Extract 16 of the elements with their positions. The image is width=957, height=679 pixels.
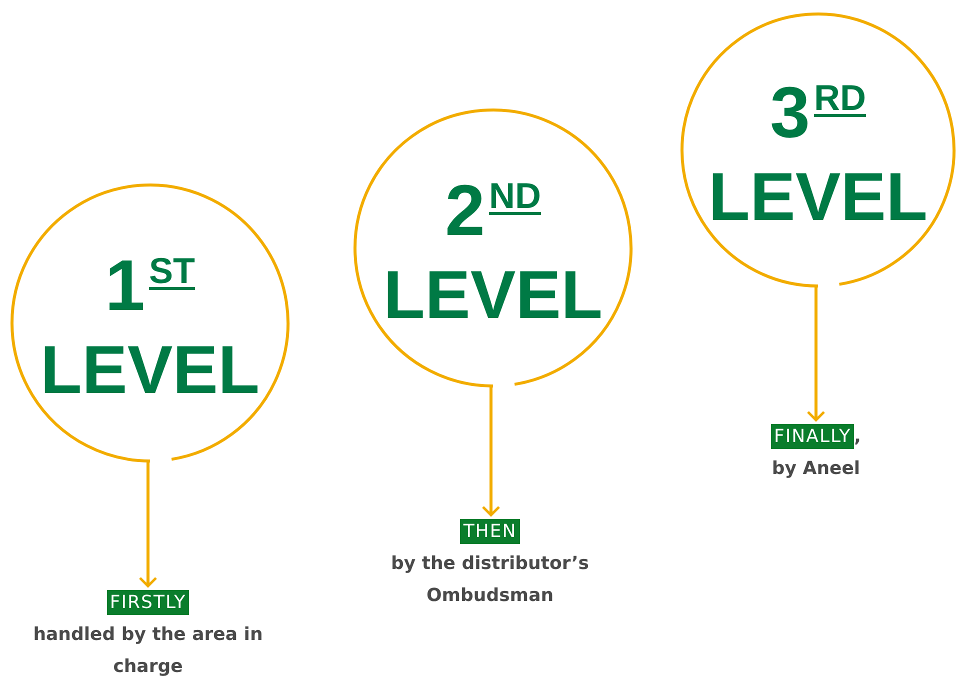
arrow: [806, 286, 826, 422]
step-description: by the distributor’s Ombudsman: [390, 552, 590, 608]
step-tag: FIRSTLY: [106, 590, 190, 615]
level-title: LEVEL: [707, 163, 929, 231]
step-tag: THEN: [460, 519, 520, 544]
arrow: [482, 386, 500, 516]
level-number: 1$^{ST}$: [104, 250, 196, 322]
punctuation: ,: [854, 426, 861, 447]
arrow: [138, 461, 158, 588]
step-description: handled by the area in charge: [33, 623, 263, 679]
level-title: LEVEL: [382, 261, 604, 329]
level-number: 3$^{RD}$: [768, 77, 868, 149]
step-tag: FINALLY: [771, 424, 854, 449]
step-description: by Aneel: [770, 457, 862, 481]
level-number: 2$^{ND}$: [444, 175, 542, 247]
level-title: LEVEL: [39, 336, 261, 404]
